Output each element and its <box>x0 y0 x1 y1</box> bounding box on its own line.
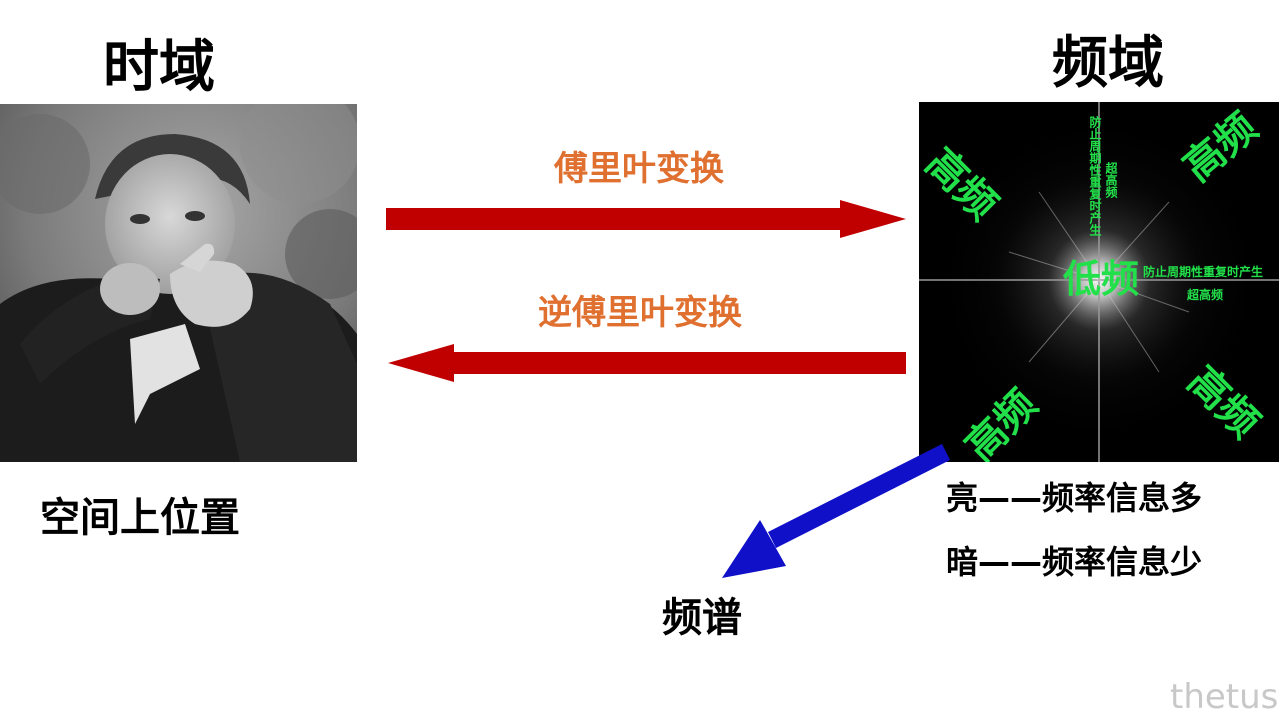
horizontal-note-periodic: 防止周期性重复时产生 <box>1143 265 1264 279</box>
time-domain-title: 时域 <box>103 35 215 100</box>
spectrum-caption: 频谱 <box>662 595 742 641</box>
horizontal-note-ultra-high: 超高频 <box>1187 288 1224 302</box>
spatial-position-caption: 空间上位置 <box>40 495 240 541</box>
vertical-note-ultra-high: 超高频 <box>1104 162 1118 198</box>
time-domain-photo <box>0 104 357 462</box>
spectrum-arrow <box>722 444 950 578</box>
dark-note: 暗——频率信息少 <box>946 543 1203 581</box>
low-freq-label: 低频 <box>1063 257 1140 301</box>
watermark: thetus <box>1170 677 1279 717</box>
inverse-fourier-transform-label: 逆傅里叶变换 <box>538 293 742 333</box>
bright-note: 亮——频率信息多 <box>946 479 1203 517</box>
frequency-domain-title: 频域 <box>1052 31 1164 96</box>
frequency-spectrum-image: 高频 高频 高频 高频 低频 防止周期性重复时产生 超高频 防止周期性重复时产生… <box>919 102 1279 462</box>
forward-arrow <box>386 200 906 238</box>
inverse-arrow <box>388 344 906 382</box>
fourier-transform-label: 傅里叶变换 <box>554 149 724 189</box>
vertical-note-periodic: 防止周期性重复时产生 <box>1088 116 1102 236</box>
